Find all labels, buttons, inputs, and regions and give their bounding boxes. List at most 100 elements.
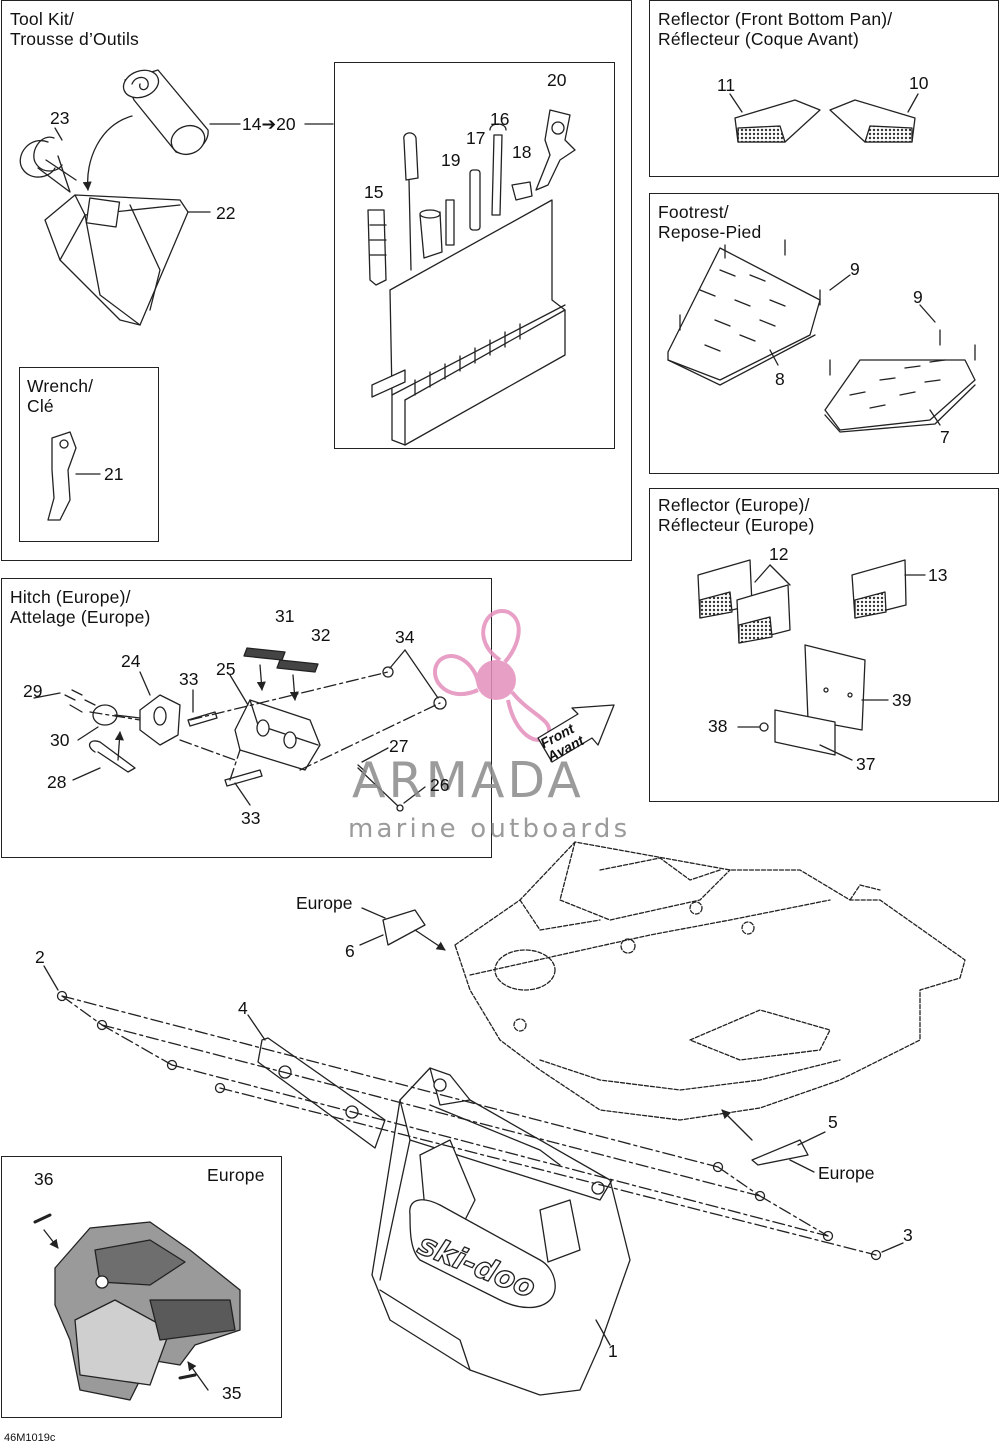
cotter-pin-icon: [88, 740, 136, 773]
reflector-13-icon: [851, 559, 907, 619]
callout-17: 17: [466, 128, 486, 148]
open-wrench-icon: [489, 123, 507, 216]
callout-25: 25: [216, 659, 236, 679]
reflector-10-icon: [829, 99, 916, 143]
callout-39: 39: [892, 690, 912, 710]
reflector-5-icon: [751, 1139, 809, 1166]
callout-30: 30: [50, 730, 70, 750]
panel-tool-kit-inner: [334, 62, 615, 449]
diagram-id: 46M1019c: [4, 1432, 56, 1444]
panel-wrench: [19, 367, 159, 542]
callout-38: 38: [708, 716, 728, 736]
callout-27: 27: [389, 736, 409, 756]
footrest-title-fr: Repose-Pied: [658, 222, 762, 242]
callout-3: 3: [903, 1225, 913, 1245]
hitch-clamp-icon: [139, 694, 181, 746]
callout-7: 7: [940, 427, 950, 447]
socket-icon: [419, 209, 443, 259]
footrest-8-icon: [667, 239, 821, 386]
strap-icon: [19, 127, 77, 193]
callout-8: 8: [775, 369, 785, 389]
callout-23: 23: [50, 108, 70, 128]
europe-vehicle-icon: [54, 1221, 241, 1401]
panel-reflector-europe: [649, 488, 999, 802]
license-plate-holder-icon: [774, 644, 866, 756]
decal-31-icon: [243, 647, 286, 661]
reflector-europe-title-en: Reflector (Europe)/: [658, 495, 810, 515]
reflector-6-icon: [382, 909, 426, 946]
panel-europe-inset: [1, 1156, 282, 1418]
panel-hitch: [1, 578, 492, 858]
bit-extension-icon: [367, 209, 387, 286]
reflector-europe-title-fr: Réflecteur (Europe): [658, 515, 815, 535]
callout-33a: 33: [179, 669, 199, 689]
front-bumper-shield-icon: [371, 1067, 631, 1396]
watermark-propeller-icon: [433, 609, 552, 742]
callout-12: 12: [769, 544, 789, 564]
callout-37: 37: [856, 754, 876, 774]
reflector-europe-title: Reflector (Europe)/ Réflecteur (Europe): [658, 495, 815, 535]
callout-34: 34: [395, 627, 415, 647]
panel-footrest: [649, 193, 999, 474]
callout-35: 35: [222, 1383, 242, 1403]
hitch-title: Hitch (Europe)/ Attelage (Europe): [10, 587, 151, 627]
europe-label-right: Europe: [818, 1163, 875, 1183]
tool-case-icon: [371, 199, 566, 446]
hitch-title-fr: Attelage (Europe): [10, 607, 151, 627]
callout-15: 15: [364, 182, 384, 202]
watermark-tagline: marine outboards: [348, 814, 631, 844]
callout-36: 36: [34, 1169, 54, 1189]
europe-label-top: Europe: [296, 893, 353, 913]
callout-29: 29: [23, 681, 43, 701]
wrench-title-fr: Clé: [27, 396, 54, 416]
tool-kit-title-en: Tool Kit/: [10, 9, 75, 29]
watermark-brand: ARMADA: [352, 752, 584, 809]
callout-9a: 9: [850, 259, 860, 279]
bolt-33b-icon: [224, 769, 263, 787]
hitch-bracket-icon: [234, 699, 321, 771]
front-arrow-icon: [537, 704, 615, 763]
callout-18: 18: [512, 142, 532, 162]
reflector-12b-icon: [736, 584, 791, 644]
hitch-title-en: Hitch (Europe)/: [10, 587, 131, 607]
callout-28: 28: [47, 772, 67, 792]
reflector-front-title-fr: Réflecteur (Coque Avant): [658, 29, 859, 49]
callout-4: 4: [238, 998, 248, 1018]
callout-24: 24: [121, 651, 141, 671]
range-label-14-20: 14➔20: [242, 114, 296, 134]
reflector-front-title-en: Reflector (Front Bottom Pan)/: [658, 9, 893, 29]
rivets-2-icon: [56, 990, 226, 1094]
callout-6: 6: [345, 941, 355, 961]
callout-22: 22: [216, 203, 236, 223]
wrench-title: Wrench/ Clé: [27, 376, 93, 416]
callout-16: 16: [490, 109, 510, 129]
belly-pan-icon: [454, 841, 966, 1121]
callout-26: 26: [430, 775, 450, 795]
callout-13: 13: [928, 565, 948, 585]
bolt-33a-icon: [187, 711, 218, 727]
callout-2: 2: [35, 947, 45, 967]
callout-11: 11: [717, 75, 736, 95]
tool-roll-icon: [122, 69, 334, 156]
footrest-title: Footrest/ Repose-Pied: [658, 202, 761, 242]
callout-20: 20: [547, 70, 567, 90]
clip-icon: [511, 181, 533, 201]
reflector-11-icon: [734, 99, 821, 143]
callout-9b: 9: [913, 287, 923, 307]
spark-plug-wrench-icon: [535, 109, 576, 191]
wrench-title-en: Wrench/: [27, 376, 94, 396]
callout-32: 32: [311, 625, 331, 645]
europe-inset-title: Europe: [207, 1165, 265, 1185]
callout-10: 10: [909, 73, 929, 93]
panel-reflector-front: [649, 0, 999, 177]
screwdriver-icon: [403, 132, 419, 271]
decal-32-icon: [276, 659, 319, 673]
wrench-21-icon: [47, 431, 101, 521]
callout-21: 21: [104, 464, 124, 484]
callout-1: 1: [608, 1341, 618, 1361]
tool-kit-title-fr: Trousse d’Outils: [10, 29, 139, 49]
callout-33b: 33: [241, 808, 261, 828]
panel-tool-kit: [1, 0, 632, 561]
hex-key-icon: [445, 199, 455, 246]
